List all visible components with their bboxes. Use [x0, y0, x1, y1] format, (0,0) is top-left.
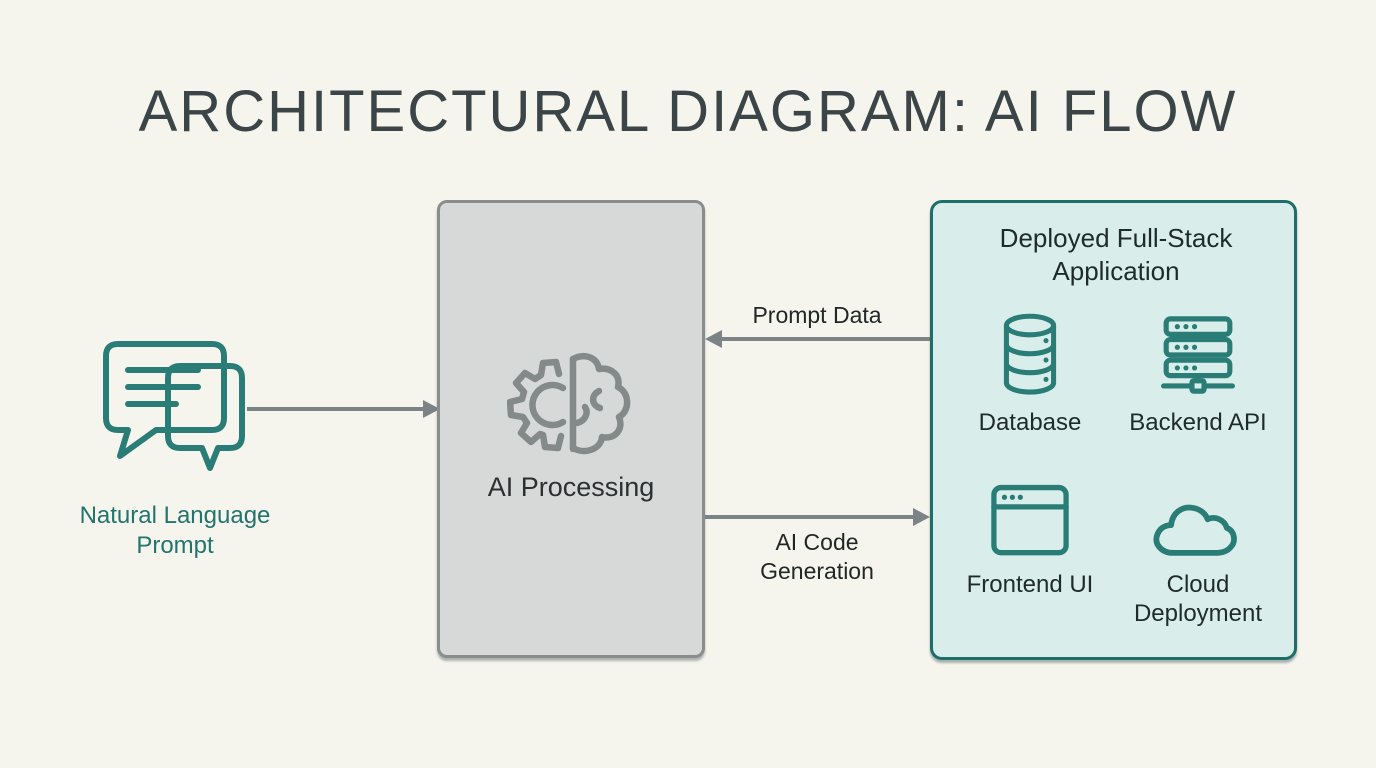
deployment-item-label: Backend API — [1129, 409, 1267, 436]
edge-label-prompt-data: Prompt Data — [752, 302, 882, 328]
deployment-item-frontend-ui: Frontend UI — [946, 467, 1114, 599]
page-title: ARCHITECTURAL DIAGRAM: AI FLOW — [138, 79, 1238, 144]
arrowhead-prompt-data — [705, 330, 722, 348]
deployment-item-label: Frontend UI — [966, 571, 1094, 598]
cloud-icon — [1150, 467, 1246, 561]
arrowhead-input-to-processing — [423, 400, 440, 418]
deployment-item-backend-api: Backend API — [1114, 305, 1282, 437]
input-node-label: Natural Language Prompt — [79, 502, 271, 559]
ai-processing-node: AI Processing — [437, 200, 705, 658]
browser-icon — [986, 467, 1074, 561]
deployment-node: Deployed Full-Stack Application Database — [930, 200, 1297, 660]
arrow-prompt-data — [722, 337, 930, 341]
arrow-code-generation — [705, 515, 913, 519]
deployment-item-cloud: Cloud Deployment — [1114, 467, 1282, 628]
gear-brain-icon — [507, 345, 635, 463]
deployment-title: Deployed Full-Stack Application — [999, 223, 1233, 286]
edge-label-code-generation: AI Code Generation — [760, 529, 874, 584]
arrowhead-code-generation — [913, 508, 930, 526]
deployment-item-label: Database — [978, 409, 1082, 436]
server-icon — [1155, 305, 1241, 399]
deployment-item-label: Cloud Deployment — [1133, 571, 1263, 627]
database-icon — [998, 305, 1062, 399]
ai-processing-label: AI Processing — [487, 472, 655, 502]
chat-bubbles-icon — [98, 340, 248, 472]
arrow-input-to-processing — [247, 407, 423, 411]
deployment-item-database: Database — [946, 305, 1114, 437]
